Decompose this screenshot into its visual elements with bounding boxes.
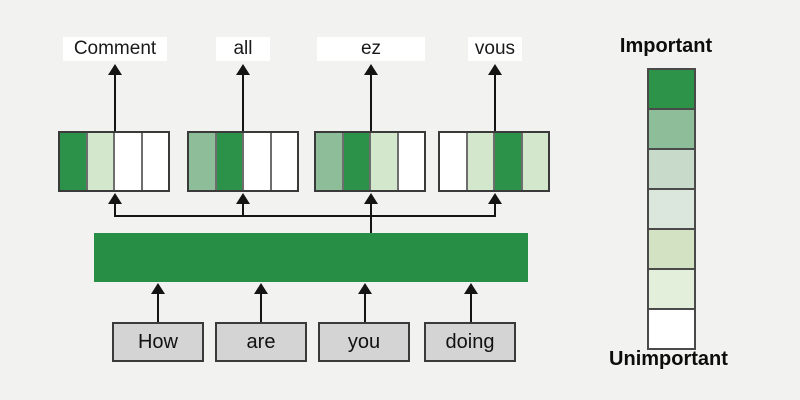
input-arrow-1-head [254,283,268,294]
attention-cell-dark_green [60,133,86,190]
legend-cell-3 [649,188,694,228]
attention-cell-dark_green [493,133,521,190]
attention-cell-medium_green [189,133,215,190]
connector-arrow-0-line [114,203,116,217]
output-token-ez: ez [317,37,425,61]
input-arrow-2-head [358,283,372,294]
output-arrow-2-head [364,64,378,75]
attention-cell-white [269,133,297,190]
output-arrow-0-line [114,74,116,131]
connector-arrow-1-line [242,203,244,217]
input-token-you: you [318,322,410,362]
legend-cell-6 [649,308,694,348]
attention-cell-light_green [85,133,113,190]
output-arrow-3-head [488,64,502,75]
input-arrow-3-line [470,293,472,322]
input-arrow-2-line [364,293,366,322]
attention-cell-white [140,133,168,190]
input-arrow-0-line [157,293,159,322]
output-arrow-1-head [236,64,250,75]
legend-cell-0 [649,70,694,108]
legend-unimportant-label: Unimportant [609,348,728,370]
legend-cell-4 [649,228,694,268]
legend-color-scale [647,68,696,350]
attention-bar-all [187,131,299,192]
output-token-vous: vous [468,37,522,61]
attention-cell-white [440,133,466,190]
input-arrow-1-line [260,293,262,322]
encoder-block [94,233,528,282]
legend-important-label: Important [619,35,713,57]
input-arrow-3-head [464,283,478,294]
connector-stem-arrow-head [364,193,378,204]
output-arrow-1-line [242,74,244,131]
attention-bar-vous [438,131,550,192]
attention-cell-medium_green [316,133,342,190]
output-arrow-3-line [494,74,496,131]
attention-cell-white [113,133,141,190]
attention-cell-light_green [520,133,548,190]
attention-bar-ez [314,131,426,192]
connector-arrow-3-line [494,203,496,217]
input-token-doing: doing [424,322,516,362]
connector-arrow-0-head [108,193,122,204]
attention-cell-light_green [465,133,493,190]
attention-cell-dark_green [341,133,369,190]
input-token-how: How [112,322,204,362]
attention-cell-white [396,133,424,190]
input-arrow-0-head [151,283,165,294]
connector-stem-arrow-line [370,203,372,233]
legend-cell-2 [649,148,694,188]
output-token-comment: Comment [63,37,167,61]
attention-cell-dark_green [214,133,242,190]
input-token-are: are [215,322,307,362]
legend-cell-5 [649,268,694,308]
output-arrow-2-line [370,74,372,131]
legend-cell-1 [649,108,694,148]
attention-bar-comment [58,131,170,192]
connector-bus-line [114,215,496,217]
connector-arrow-3-head [488,193,502,204]
output-token-all: all [216,37,270,61]
connector-arrow-1-head [236,193,250,204]
attention-cell-light_green [369,133,397,190]
output-arrow-0-head [108,64,122,75]
attention-cell-white [242,133,270,190]
